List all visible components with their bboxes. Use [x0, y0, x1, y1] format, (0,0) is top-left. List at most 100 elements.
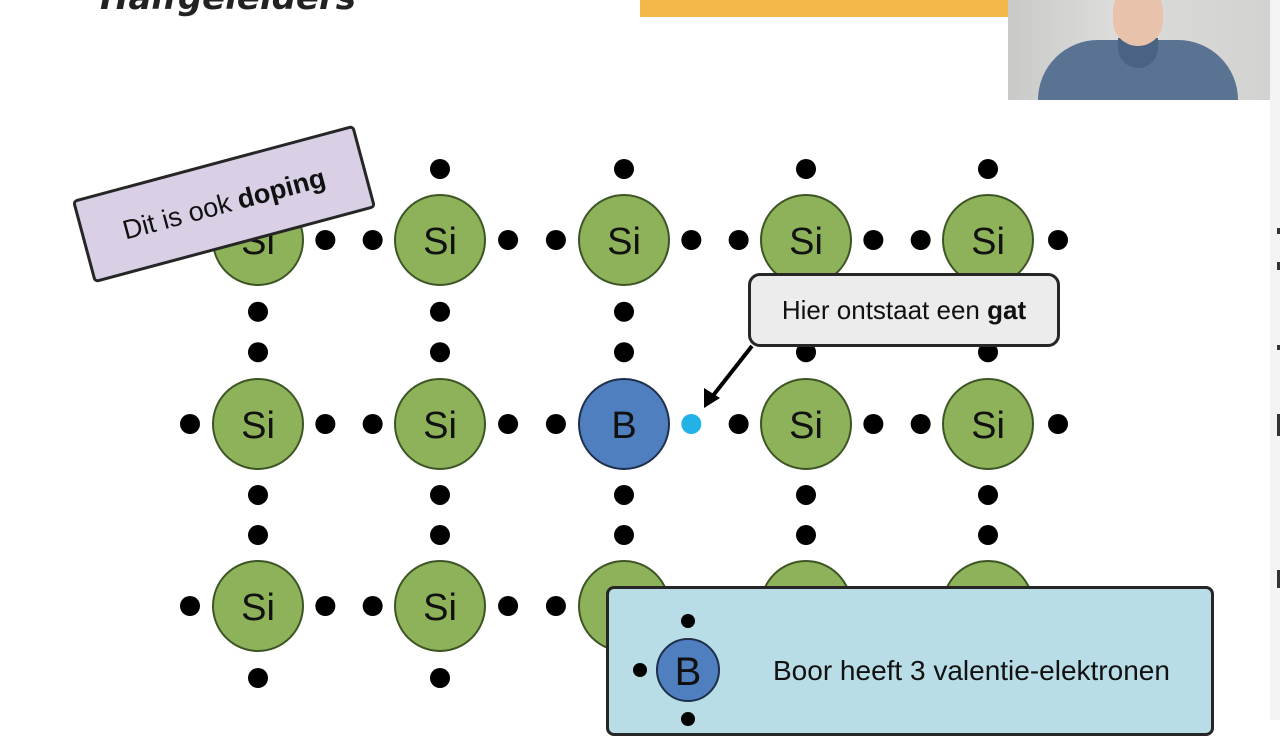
electron: [728, 230, 749, 250]
electron: [362, 414, 383, 434]
electron: [430, 668, 450, 688]
atom-label: Si: [423, 405, 457, 447]
atom-circle: [394, 194, 486, 286]
hole-callout-prefix: Hier ontstaat een: [781, 294, 988, 325]
electron: [362, 230, 383, 250]
electron: [614, 159, 634, 179]
atom-circle: [394, 378, 486, 470]
electron: [1048, 414, 1068, 434]
electron: [614, 301, 634, 322]
atom-circle: [394, 560, 486, 652]
electron: [728, 414, 749, 434]
boron-info-box: B Boor heeft 3 valentie-elektronen: [606, 586, 1214, 736]
electron: [498, 596, 519, 616]
electron: [978, 342, 998, 363]
silicon-atom: Si: [760, 194, 852, 286]
electron: [796, 525, 816, 546]
hole-circle: [681, 414, 702, 434]
atom-circle: [212, 560, 304, 652]
electron: [430, 301, 450, 322]
silicon-atom: Si: [578, 194, 670, 286]
hole-callout: Hier ontstaat een gat: [748, 273, 1060, 347]
silicon-atom: Si: [394, 194, 486, 286]
electron: [796, 484, 816, 505]
silicon-atom: Si: [394, 560, 486, 652]
atom-label: Si: [971, 405, 1005, 447]
atom-label: Si: [789, 221, 823, 263]
hole-arrow-line: [706, 344, 754, 404]
atom-circle: [760, 378, 852, 470]
silicon-atom: Si: [760, 378, 852, 470]
electron: [248, 301, 268, 322]
right-edge-strip: [1270, 0, 1280, 720]
presenter-head: [1113, 0, 1163, 46]
electron: [498, 414, 519, 434]
electron: [430, 342, 450, 363]
atom-circle: [942, 378, 1034, 470]
info-electron: [681, 614, 695, 628]
electron: [978, 484, 998, 505]
electron: [430, 525, 450, 546]
boron-info-atom: B: [633, 614, 720, 726]
atom-label: Si: [423, 587, 457, 629]
electron: [315, 414, 336, 434]
info-text: Boor heeft 3 valentie-elektronen: [773, 655, 1170, 686]
electron: [614, 525, 634, 546]
atom-circle: [578, 194, 670, 286]
atom-circle: [212, 378, 304, 470]
electron: [180, 414, 200, 434]
doping-callout-bold: doping: [233, 162, 329, 215]
electron: [545, 414, 566, 434]
electron: [180, 596, 200, 616]
hole-callout-bold: gat: [987, 294, 1027, 325]
atom-label: Si: [241, 405, 275, 447]
electron: [545, 230, 566, 250]
atom-label: Si: [241, 587, 275, 629]
electron: [362, 596, 383, 616]
electron: [978, 159, 998, 179]
electron: [863, 414, 884, 434]
silicon-atom: Si: [942, 378, 1034, 470]
accent-bar: [640, 0, 1008, 17]
silicon-atom: Si: [394, 378, 486, 470]
atom-label: Si: [971, 221, 1005, 263]
info-boron-circle: [656, 638, 720, 702]
electron: [248, 668, 268, 688]
atom-circle: [578, 378, 670, 470]
slide-title: Halfgeleiders: [100, 0, 356, 18]
electron: [430, 484, 450, 505]
doping-callout-prefix: Dit is ook: [119, 185, 242, 245]
electron: [910, 414, 931, 434]
electron: [545, 596, 566, 616]
electron: [430, 159, 450, 179]
electron: [910, 230, 931, 250]
atom-label: Si: [423, 221, 457, 263]
electron: [681, 230, 702, 250]
electron: [315, 230, 336, 250]
electron: [614, 342, 634, 363]
electron: [248, 484, 268, 505]
silicon-atom: Si: [212, 378, 304, 470]
info-electron: [681, 712, 695, 726]
electron: [796, 159, 816, 179]
boron-atom: B: [578, 378, 670, 470]
electron: [248, 525, 268, 546]
atom-label: B: [611, 405, 636, 447]
hole-arrow-head: [704, 388, 720, 408]
atom-label: Si: [607, 221, 641, 263]
electron: [614, 484, 634, 505]
electron: [248, 342, 268, 363]
webcam-video: [1008, 0, 1270, 100]
silicon-atom: Si: [942, 194, 1034, 286]
electron: [498, 230, 519, 250]
info-boron-label: B: [675, 650, 702, 694]
atom-label: Si: [789, 405, 823, 447]
electron: [315, 596, 336, 616]
info-electron: [633, 663, 647, 677]
silicon-atom: Si: [212, 560, 304, 652]
electron: [796, 342, 816, 363]
electron: [1048, 230, 1068, 250]
electron: [978, 525, 998, 546]
electron: [863, 230, 884, 250]
